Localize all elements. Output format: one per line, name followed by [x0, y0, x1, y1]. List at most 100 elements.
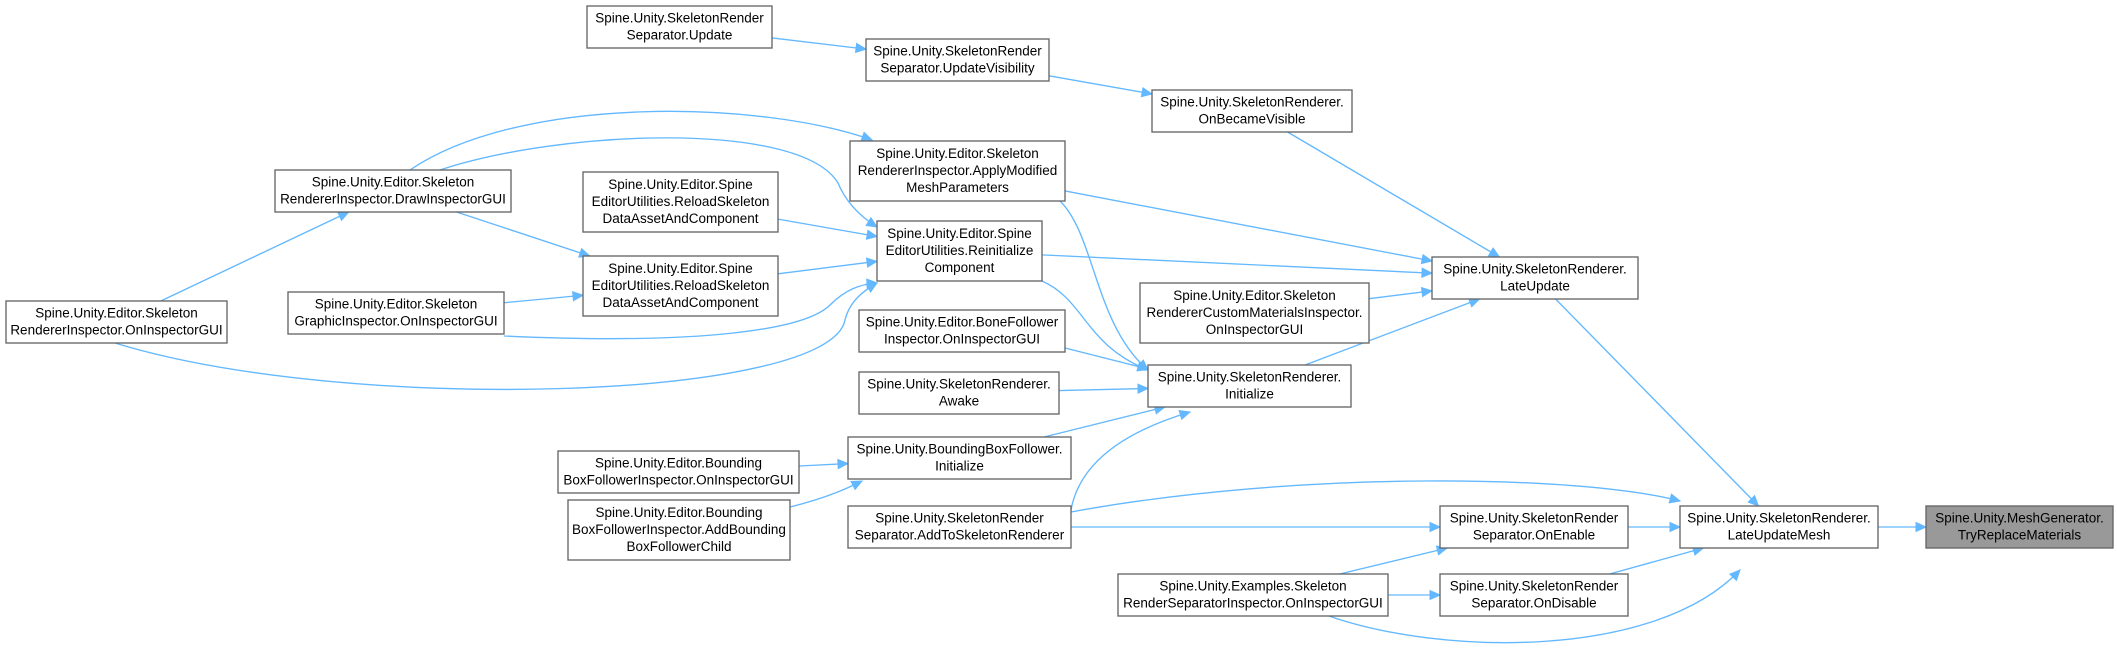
node-label-line: Spine.Unity.Editor.Spine: [887, 226, 1032, 241]
node-onEnable[interactable]: Spine.Unity.SkeletonRenderSeparator.OnEn…: [1439, 505, 1629, 549]
arrowhead: [1668, 493, 1682, 504]
node-label-line: RendererInspector.ApplyModified: [858, 163, 1058, 178]
call-edge-separatorUpdate-to-updateVisibility: [771, 37, 868, 54]
node-box: [1679, 505, 1879, 549]
arrowhead: [865, 229, 879, 240]
node-drawInspector[interactable]: Spine.Unity.Editor.SkeletonRendererInspe…: [274, 169, 512, 213]
node-box: [1431, 256, 1639, 300]
node-box: [1151, 89, 1353, 133]
node-label-line: Separator.Update: [627, 28, 733, 43]
call-edge-customMaterials-to-lateUpdate: [1368, 286, 1434, 300]
arrowhead: [1140, 86, 1154, 98]
call-edge-examplesInspector-to-onDisable: [1388, 589, 1442, 601]
node-label-line: Spine.Unity.Editor.Bounding: [595, 456, 762, 471]
call-edge-addToSkeletonRenderer-to-onEnable: [1071, 521, 1442, 533]
call-edge-bbfAddChild-to-bbfInitialize: [789, 480, 864, 508]
node-box: [557, 450, 800, 494]
node-label-line: TryReplaceMaterials: [1958, 528, 2082, 543]
node-label-line: GraphicInspector.OnInspectorGUI: [294, 314, 497, 329]
node-box: [582, 255, 779, 317]
node-awake[interactable]: Spine.Unity.SkeletonRenderer. Awake: [858, 371, 1060, 415]
node-reinitialize[interactable]: Spine.Unity.Editor.SpineEditorUtilities.…: [876, 220, 1043, 282]
node-box: [847, 436, 1072, 480]
node-label-line: Awake: [939, 394, 979, 409]
call-edge-bbfInspectorGUI-to-bbfInitialize: [798, 458, 850, 470]
node-box: [858, 371, 1060, 415]
node-box: [586, 5, 773, 49]
node-label-line: Spine.Unity.Editor.Skeleton: [312, 175, 475, 190]
node-label-line: Spine.Unity.SkeletonRenderer.: [1158, 370, 1342, 385]
node-rendererInspector[interactable]: Spine.Unity.Editor.SkeletonRendererInspe…: [5, 300, 228, 344]
node-lateUpdateMesh[interactable]: Spine.Unity.SkeletonRenderer.LateUpdateM…: [1679, 505, 1879, 549]
node-label-line: Separator.AddToSkeletonRenderer: [855, 528, 1065, 543]
node-graphicInspector[interactable]: Spine.Unity.Editor.SkeletonGraphicInspec…: [287, 291, 505, 335]
node-box: [1147, 364, 1352, 408]
call-edge-rendererInspector-to-reinitialize: [114, 282, 879, 391]
arrowhead: [1669, 521, 1682, 533]
call-edge-boneFollower-to-srInitialize: [1064, 347, 1150, 372]
node-label-line: LateUpdateMesh: [1728, 528, 1831, 543]
arrowhead: [1747, 494, 1760, 507]
call-edge-drawInspector-to-applyModified: [409, 110, 874, 171]
node-label-line: EditorUtilities.Reinitialize: [886, 243, 1034, 258]
node-onBecameVisible[interactable]: Spine.Unity.SkeletonRenderer.OnBecameVis…: [1151, 89, 1353, 133]
node-label-line: Spine.Unity.SkeletonRenderer.: [867, 377, 1051, 392]
arrowhead: [1137, 383, 1150, 394]
arrowhead: [1421, 267, 1434, 278]
call-edge-drawInspector-to-reinitialize: [439, 137, 879, 228]
node-separatorUpdate[interactable]: Spine.Unity.SkeletonRenderSeparator.Upda…: [586, 5, 773, 49]
node-label-line: Spine.Unity.Editor.Skeleton: [35, 306, 198, 321]
arrowhead: [865, 216, 879, 228]
arrowhead: [1429, 589, 1442, 601]
node-label-line: RenderSeparatorInspector.OnInspectorGUI: [1123, 596, 1383, 611]
node-label-line: Separator.OnDisable: [1471, 596, 1596, 611]
node-label-line: Spine.Unity.SkeletonRender: [873, 44, 1042, 59]
node-label-line: RendererCustomMaterialsInspector.: [1146, 305, 1362, 320]
arrowhead: [1136, 361, 1150, 372]
node-label-line: Spine.Unity.SkeletonRender: [1450, 579, 1619, 594]
node-updateVisibility[interactable]: Spine.Unity.SkeletonRenderSeparator.Upda…: [865, 38, 1050, 82]
node-label-line: Spine.Unity.Editor.Skeleton: [1173, 288, 1336, 303]
call-edge-applyModified-to-srInitialize: [1059, 200, 1149, 371]
arrowhead: [1420, 253, 1434, 265]
call-edge-lateUpdate-to-lateUpdateMesh: [1555, 298, 1760, 507]
node-label-line: Spine.Unity.Editor.Skeleton: [315, 297, 478, 312]
node-label-line: Spine.Unity.Editor.Spine: [608, 261, 753, 276]
arrowhead: [336, 211, 350, 222]
node-examplesInspector[interactable]: Spine.Unity.Examples.SkeletonRenderSepar…: [1117, 573, 1389, 617]
arrowhead: [865, 282, 879, 293]
call-edge-graphicInspector-to-reloadB: [503, 290, 585, 304]
node-box: [847, 505, 1072, 549]
node-bbfInspectorGUI[interactable]: Spine.Unity.Editor.BoundingBoxFollowerIn…: [557, 450, 800, 494]
node-lateUpdate[interactable]: Spine.Unity.SkeletonRenderer.LateUpdate: [1431, 256, 1639, 300]
arrowhead: [572, 290, 585, 302]
node-label-line: Spine.Unity.Editor.Skeleton: [876, 146, 1039, 161]
node-srInitialize[interactable]: Spine.Unity.SkeletonRenderer. Initialize: [1147, 364, 1352, 408]
node-customMaterials[interactable]: Spine.Unity.Editor.SkeletonRendererCusto…: [1139, 282, 1370, 344]
call-edge-addToSkeletonRenderer-to-lateUpdateMesh: [1070, 480, 1682, 513]
call-edge-examplesInspector-to-onEnable: [1339, 545, 1449, 575]
node-bbfInitialize[interactable]: Spine.Unity.BoundingBoxFollower.Initiali…: [847, 436, 1072, 480]
node-reloadB[interactable]: Spine.Unity.Editor.SpineEditorUtilities.…: [582, 255, 779, 317]
call-edge-bbfInitialize-to-srInitialize: [1043, 404, 1167, 438]
node-addToSkeletonRenderer[interactable]: Spine.Unity.SkeletonRenderSeparator.AddT…: [847, 505, 1072, 549]
node-applyModified[interactable]: Spine.Unity.Editor.SkeletonRendererInspe…: [849, 140, 1066, 202]
arrowhead: [1429, 521, 1442, 533]
node-reloadA[interactable]: Spine.Unity.Editor.SpineEditorUtilities.…: [582, 171, 779, 233]
node-box: [287, 291, 505, 335]
arrowhead: [865, 257, 879, 268]
node-label-line: Spine.Unity.BoundingBoxFollower.: [856, 442, 1062, 457]
call-edge-applyModified-to-lateUpdate: [1064, 190, 1434, 265]
node-label-line: Spine.Unity.Editor.BoneFollower: [866, 315, 1059, 330]
call-edge-updateVisibility-to-onBecameVisible: [1048, 75, 1154, 98]
node-label-line: Initialize: [1225, 387, 1274, 402]
node-bbfAddChild[interactable]: Spine.Unity.Editor.BoundingBoxFollowerIn…: [567, 499, 791, 561]
node-label-line: Spine.Unity.MeshGenerator.: [1935, 511, 2104, 526]
node-onDisable[interactable]: Spine.Unity.SkeletonRenderSeparator.OnDi…: [1439, 573, 1629, 617]
node-label-line: EditorUtilities.ReloadSkeleton: [592, 278, 770, 293]
call-edge-reloadB-to-reinitialize: [777, 257, 879, 275]
node-boneFollower[interactable]: Spine.Unity.Editor.BoneFollowerInspector…: [858, 309, 1066, 353]
node-box: [865, 38, 1050, 82]
node-box: [876, 220, 1043, 282]
